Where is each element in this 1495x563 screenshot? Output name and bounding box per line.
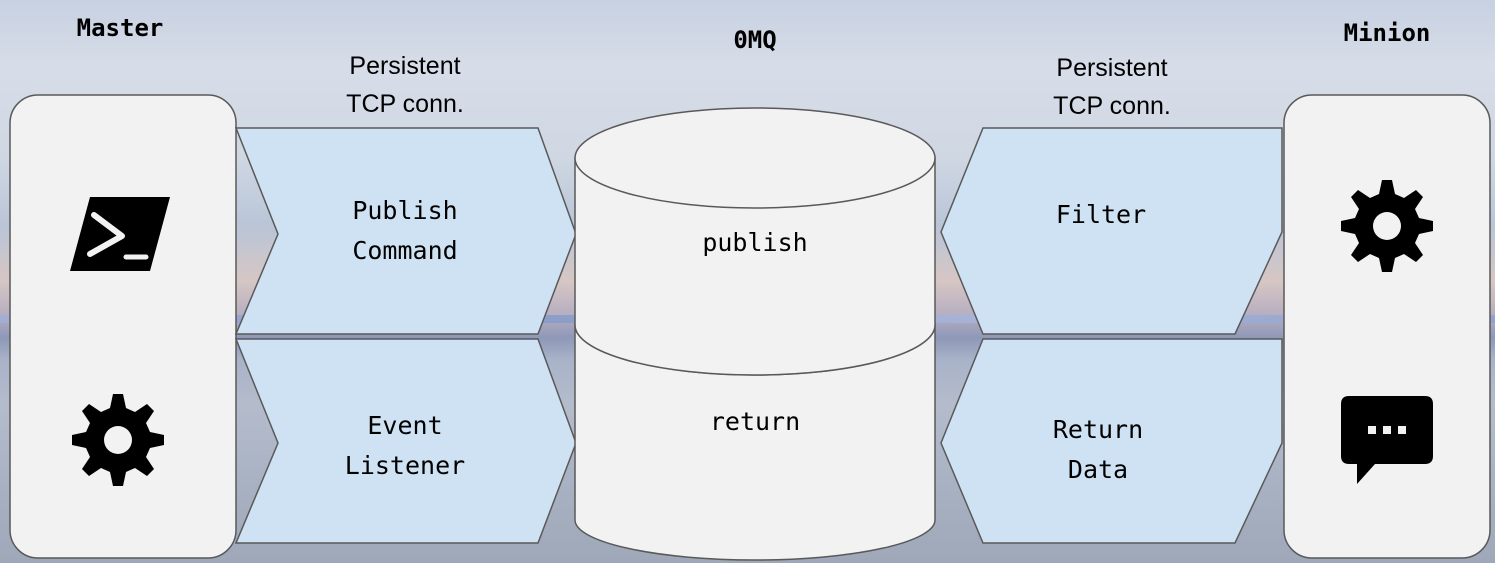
right-connection-line2: TCP conn. <box>1053 92 1171 120</box>
publish-queue-cylinder <box>574 107 936 376</box>
terminal-icon <box>70 197 170 271</box>
minion-gear-icon <box>1341 180 1433 272</box>
left-connection-line1: Persistent <box>349 52 460 80</box>
left-connection-line2: TCP conn. <box>346 90 464 118</box>
return-data-arrow <box>940 338 1283 544</box>
filter-label: Filter <box>1056 200 1146 229</box>
return-data-label-line1: Return <box>1053 415 1143 444</box>
gear-icon <box>72 394 164 486</box>
chat-bubble-icon <box>1341 396 1433 484</box>
publish-command-label-line2: Command <box>352 236 457 265</box>
master-title: Master <box>77 14 164 42</box>
filter-arrow <box>940 127 1283 335</box>
publish-command-label-line1: Publish <box>352 196 457 225</box>
minion-title: Minion <box>1344 19 1431 47</box>
minion-panel <box>1283 94 1491 559</box>
event-listener-label-line1: Event <box>367 411 442 440</box>
zeromq-title: 0MQ <box>733 26 776 54</box>
publish-queue-label: publish <box>702 228 807 257</box>
event-listener-label-line2: Listener <box>345 451 465 480</box>
return-queue-label: return <box>710 407 800 436</box>
event-listener-arrow <box>234 338 577 544</box>
return-data-label-line2: Data <box>1068 455 1128 484</box>
master-panel <box>9 94 237 559</box>
publish-command-arrow <box>234 127 577 335</box>
right-connection-line1: Persistent <box>1056 54 1167 82</box>
